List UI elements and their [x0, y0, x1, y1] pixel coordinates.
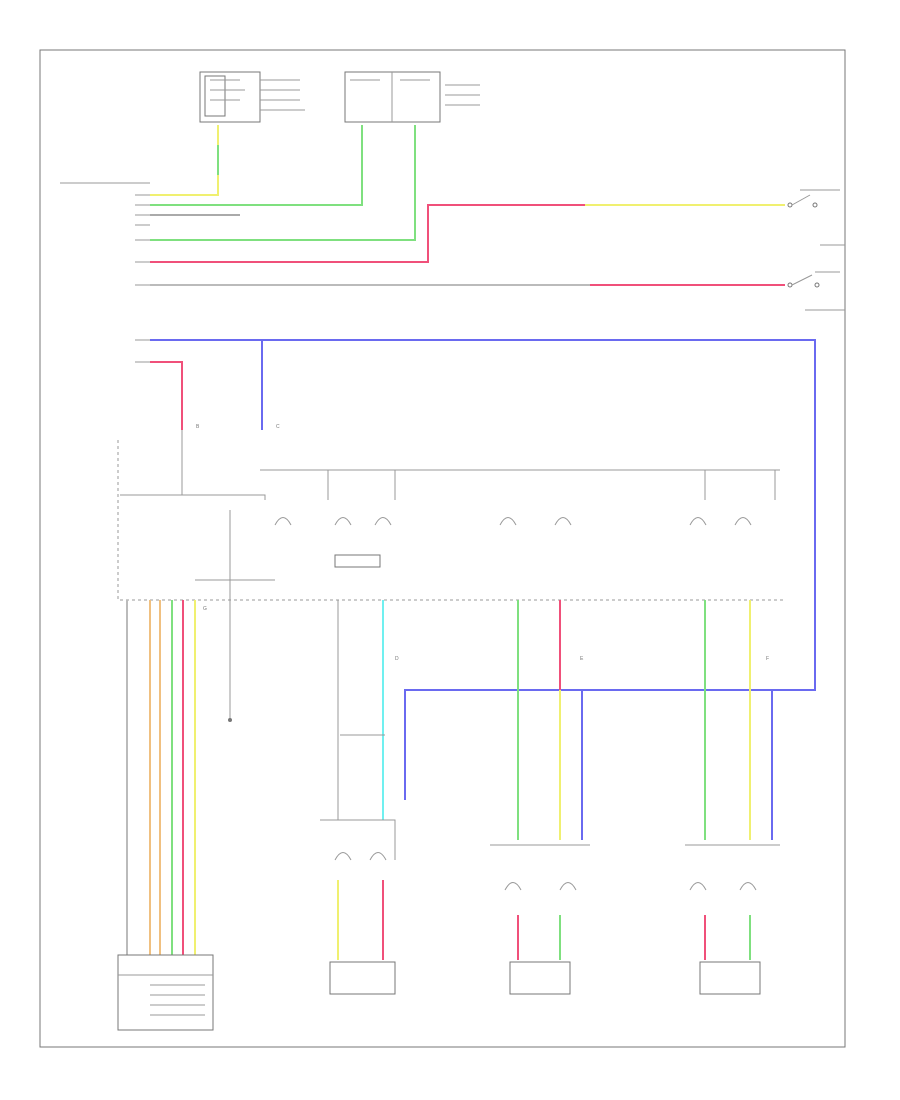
wires-left-rear — [490, 600, 590, 995]
driver-connector — [117, 954, 214, 1031]
diagram-frame — [39, 49, 846, 1048]
marker-d: D — [395, 656, 399, 662]
marker-g: G — [203, 606, 207, 612]
fuse-box-right — [344, 71, 480, 123]
marker-e: E — [580, 656, 584, 662]
wire-red-main — [150, 204, 585, 263]
main-switch-assembly — [117, 440, 785, 601]
marker-b: B — [196, 424, 200, 430]
wires-passenger — [320, 600, 396, 995]
wires-right-rear — [685, 600, 780, 995]
left-terminal-labels — [60, 182, 150, 363]
fuse-box-left — [199, 71, 305, 123]
marker-c: C — [276, 424, 280, 430]
wire-green-fuse3 — [150, 125, 416, 241]
switch-lower-right — [787, 271, 845, 311]
wire-blue-main — [150, 339, 816, 800]
wire-bundle-left — [126, 510, 232, 955]
switch-upper-right — [787, 189, 845, 246]
wire-red-short — [150, 361, 183, 430]
wire-green-fuse2 — [150, 125, 363, 206]
marker-f: F — [766, 656, 769, 662]
wire-yellow-green-fuse1 — [150, 125, 219, 196]
